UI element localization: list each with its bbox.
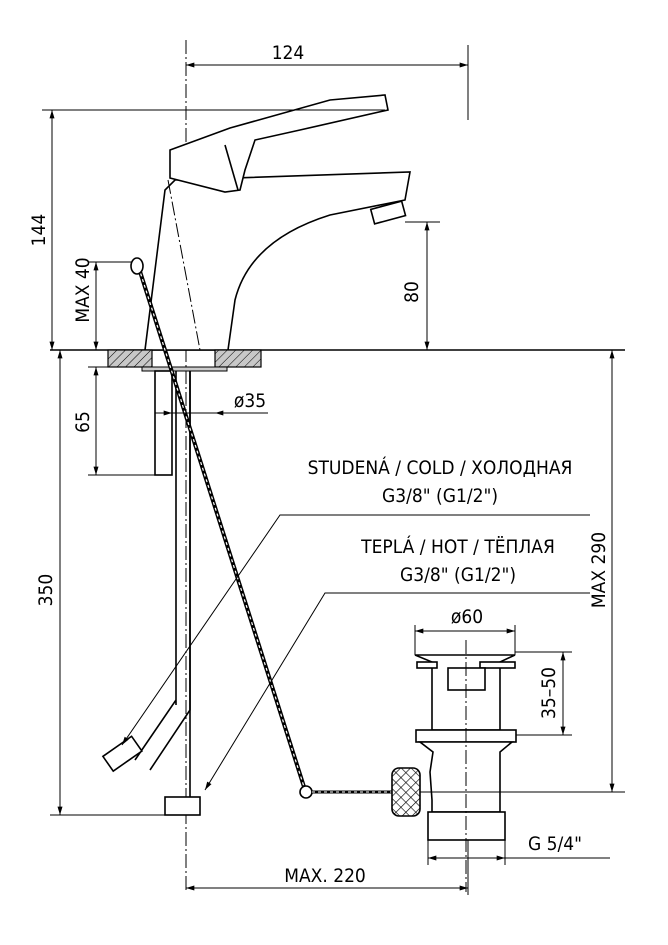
popup-rod	[130, 257, 392, 799]
hot-label: TEPLÁ / HOT / ТЁПЛАЯ	[360, 535, 555, 558]
dim-max-290: MAX 290	[588, 532, 610, 608]
drain-valve	[391, 640, 625, 892]
cold-label: STUDENÁ / COLD / ХОЛОДНАЯ	[308, 456, 573, 479]
dim-80: 80	[401, 281, 423, 303]
dim-diameter-35: ø35	[234, 390, 266, 412]
hoses	[101, 370, 201, 816]
deck-plate	[107, 349, 262, 372]
dim-350: 350	[35, 574, 57, 607]
dim-65: 65	[72, 411, 94, 433]
dimension-lines	[42, 45, 615, 895]
dim-max-40: MAX 40	[72, 257, 94, 322]
dim-max-220: MAX. 220	[284, 865, 366, 887]
dim-35-50: 35–50	[538, 667, 560, 719]
knurled-knob	[391, 767, 421, 817]
dim-thread-g54: G 5/4"	[528, 833, 582, 855]
hot-thread-label: G3/8" (G1/2")	[400, 564, 516, 586]
dim-width-124: 124	[272, 42, 305, 64]
dim-diameter-60: ø60	[451, 606, 483, 628]
faucet-body	[144, 94, 411, 351]
dim-height-144: 144	[28, 214, 50, 247]
cold-thread-label: G3/8" (G1/2")	[382, 485, 498, 507]
